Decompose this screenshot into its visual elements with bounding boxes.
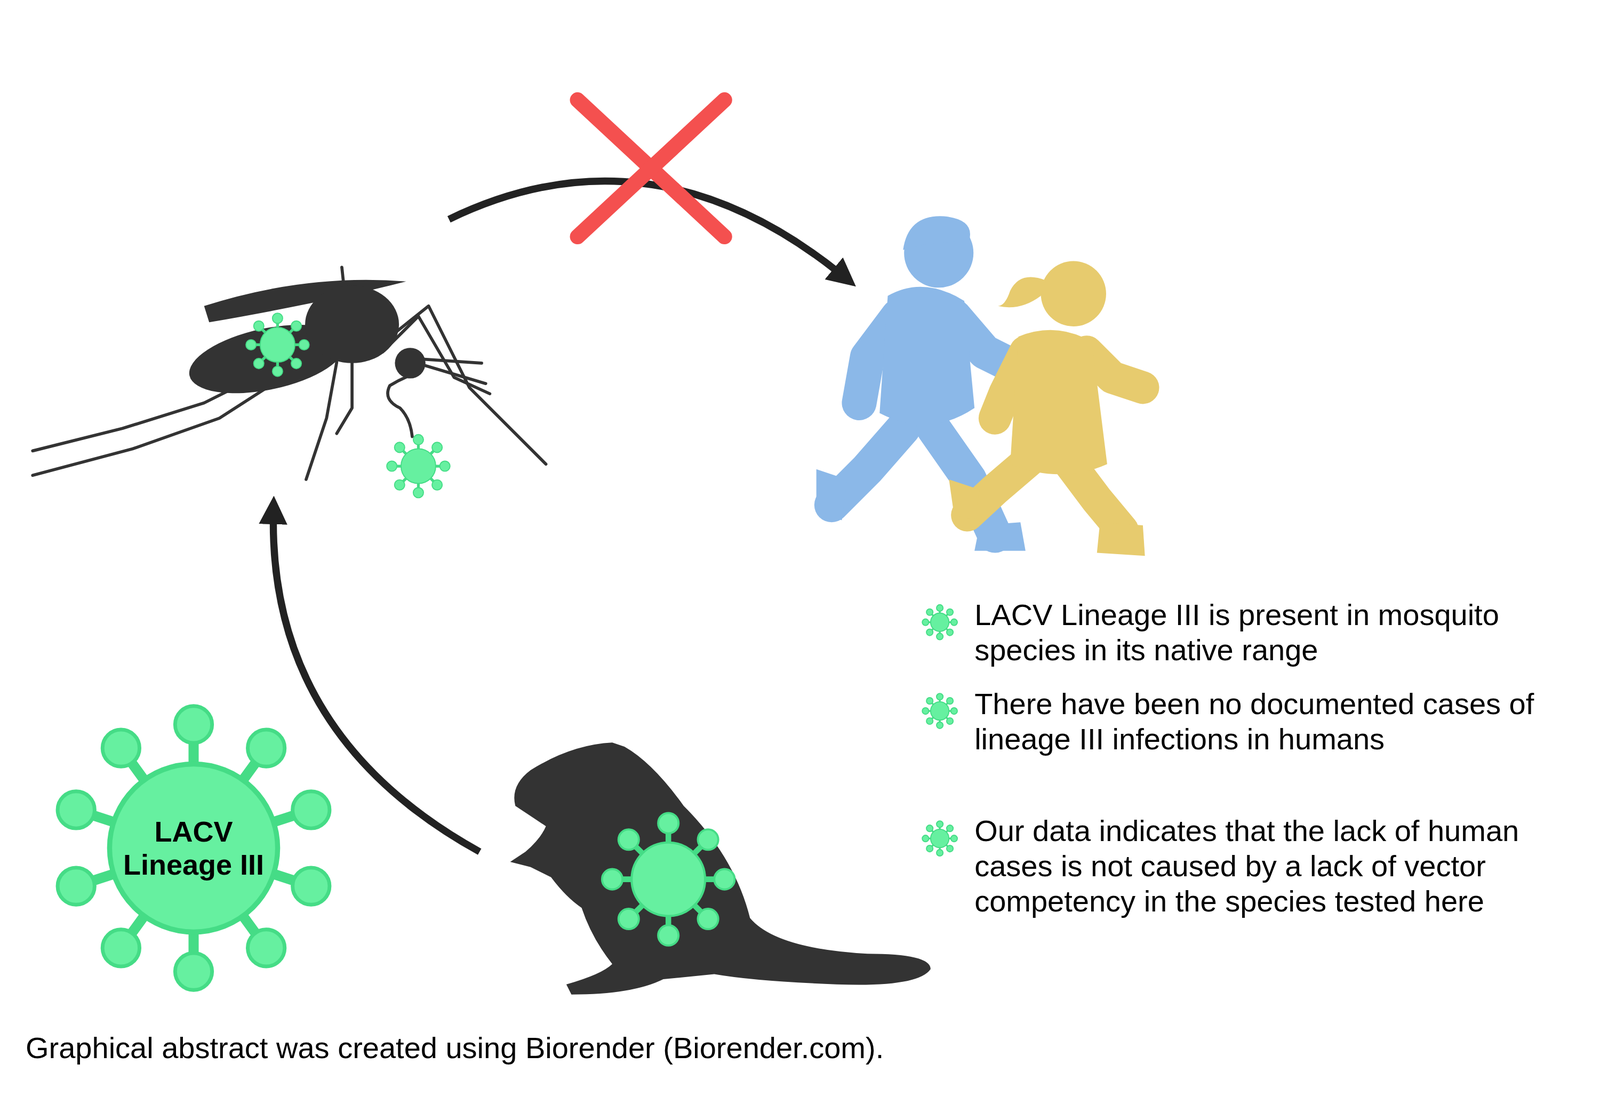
virus-knob <box>253 358 264 369</box>
virus-body <box>401 449 436 484</box>
virus-body <box>930 829 949 848</box>
virus-knob <box>926 609 933 616</box>
virus-body <box>930 612 949 631</box>
virus-knob <box>926 825 933 832</box>
bullet-icon <box>922 820 958 856</box>
virus-knob <box>922 619 929 626</box>
chipmunk-silhouette <box>510 742 931 995</box>
virus-knob <box>299 339 310 350</box>
virus-knob <box>926 628 933 636</box>
virus-knob <box>440 460 451 471</box>
virus-knob <box>926 717 933 725</box>
finding-bullet: Our data indicates that the lack of huma… <box>974 813 1572 919</box>
virus-knob <box>102 729 140 767</box>
virus-knob <box>946 609 954 616</box>
mosquito-virus <box>245 313 310 377</box>
chipmunk-virus <box>602 812 735 946</box>
virus-knob <box>272 366 283 377</box>
virus-knob <box>247 729 285 767</box>
virus-knob <box>950 707 958 715</box>
virus-knob <box>926 697 933 704</box>
virus-knob <box>247 929 285 967</box>
virus-name: LACV Lineage III <box>113 814 274 882</box>
virus-knob <box>57 791 95 829</box>
virus-knob <box>936 820 943 828</box>
virus-knob <box>291 358 302 369</box>
bullet-icon <box>922 693 958 729</box>
virus-knob <box>922 835 929 842</box>
virus-knob <box>946 697 954 704</box>
virus-body <box>109 763 278 932</box>
virus-knob <box>950 835 958 842</box>
girl-silhouette <box>948 261 1145 557</box>
virus-icons <box>245 313 958 946</box>
virus-knob <box>714 869 735 890</box>
virus-knob <box>926 845 933 852</box>
virus-knob <box>394 480 405 491</box>
virus-knob <box>658 925 679 946</box>
virus-knob <box>618 908 639 930</box>
mosquito-silhouette <box>32 267 546 480</box>
virus-knob <box>936 633 943 640</box>
finding-bullet: LACV Lineage III is present in mosquito … <box>974 597 1572 668</box>
virus-knob <box>292 791 330 829</box>
drip-virus <box>386 434 451 499</box>
virus-knob <box>936 849 943 856</box>
infection-arrow <box>273 509 480 852</box>
virus-knob <box>946 628 954 636</box>
virus-knob <box>413 487 424 498</box>
virus-knob <box>618 829 639 850</box>
finding-bullet: There have been no documented cases of l… <box>974 686 1572 757</box>
virus-knob <box>386 460 397 471</box>
virus-knob <box>174 706 212 743</box>
virus-knob <box>394 442 405 453</box>
virus-knob <box>946 825 954 832</box>
virus-shape <box>57 706 330 991</box>
virus-body <box>260 327 295 363</box>
virus-knob <box>697 908 718 930</box>
virus-knob <box>174 953 212 990</box>
virus-knob <box>922 707 929 715</box>
virus-knob <box>432 480 443 491</box>
virus-knob <box>936 604 943 612</box>
virus-knob <box>245 339 256 350</box>
caption: Graphical abstract was created using Bio… <box>25 1030 884 1066</box>
virus-knob <box>946 717 954 725</box>
blocked-cross <box>577 99 725 237</box>
virus-knob <box>950 619 958 626</box>
virus-body <box>631 842 706 917</box>
virus-node: LACV Lineage III <box>44 698 343 998</box>
virus-knob <box>102 929 140 967</box>
virus-knob <box>57 867 95 905</box>
transmission-arrow <box>449 181 845 278</box>
virus-knob <box>697 829 718 850</box>
virus-knob <box>291 321 302 332</box>
virus-knob <box>413 434 424 445</box>
virus-knob <box>658 812 679 834</box>
virus-outline <box>44 698 343 998</box>
virus-knob <box>946 845 954 852</box>
virus-knob <box>936 722 943 729</box>
bullet-icon <box>922 604 958 640</box>
virus-knob <box>292 867 330 905</box>
virus-knob <box>432 442 443 453</box>
virus-knob <box>253 321 264 332</box>
virus-knob <box>272 313 283 324</box>
virus-knob <box>602 869 623 890</box>
virus-body <box>930 701 949 720</box>
virus-knob <box>936 693 943 700</box>
